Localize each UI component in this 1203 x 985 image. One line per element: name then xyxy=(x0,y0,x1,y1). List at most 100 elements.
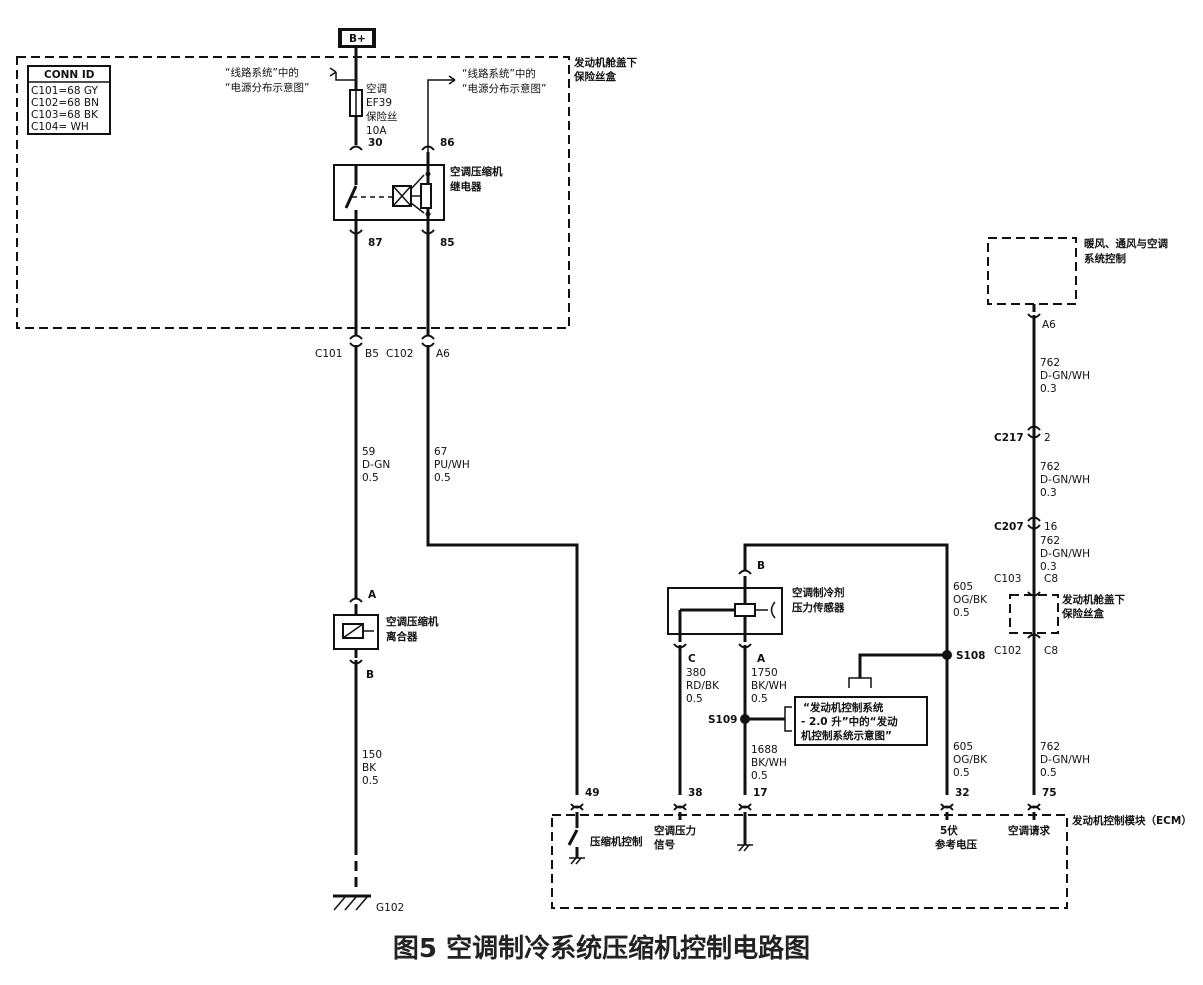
c101-name: C101 xyxy=(315,348,342,360)
c103-pin: C8 xyxy=(1044,573,1058,585)
svg-text:B+: B+ xyxy=(349,33,366,45)
c217-pin: 2 xyxy=(1044,432,1051,444)
c207-name: C207 xyxy=(994,521,1024,533)
relay-pin87: 87 xyxy=(368,237,383,249)
fuse-box2-label-2: 保险丝盒 xyxy=(1061,607,1104,620)
ref-ecm-line-3: 机控制系统示意图” xyxy=(801,729,892,742)
wire-762a-label-3: 0.3 xyxy=(1040,383,1057,395)
ref-arrow-2-head xyxy=(448,75,456,85)
ecm-func-5v-ref-1: 5伏 xyxy=(940,824,958,837)
wire-1750-label-1: 1750 xyxy=(751,667,778,679)
wire-1688-label-3: 0.5 xyxy=(751,770,768,782)
conn-id-row: C101=68 GY xyxy=(31,85,98,97)
ecm-pin17: 17 xyxy=(753,787,768,799)
sensor-label-1: 空调制冷剂 xyxy=(792,586,845,599)
ref-arrow-2 xyxy=(427,79,455,152)
c102b-name: C102 xyxy=(994,645,1021,657)
underhood-fuse-box xyxy=(16,56,570,329)
ref-arrow-1-head xyxy=(329,67,337,77)
c217-name: C217 xyxy=(994,432,1024,444)
fuse-box-title-1: 发动机舱盖下 xyxy=(573,56,637,69)
wire-605b-label-3: 0.5 xyxy=(953,767,970,779)
wire-762c-label-3: 0.3 xyxy=(1040,561,1057,573)
relay-pin85: 85 xyxy=(440,237,455,249)
ecm-internal-ground-icon xyxy=(569,857,585,865)
battery-plus-terminal: B+ xyxy=(338,28,376,48)
sensor-element xyxy=(734,603,756,617)
splice-s109-label: S109 xyxy=(708,714,737,726)
hvac-label-2: 系统控制 xyxy=(1084,252,1126,265)
splice-s108-label: S108 xyxy=(956,650,985,662)
wire-59-label-2: D-GN xyxy=(362,459,390,471)
wire-1688-label-2: BK/WH xyxy=(751,757,787,769)
wire-605b-label-1: 605 xyxy=(953,741,973,753)
ref-power-dist-2: “线路系统”中的 xyxy=(462,67,536,80)
wire-380-label-2: RD/BK xyxy=(686,680,720,692)
wire-605a-label-2: OG/BK xyxy=(953,594,988,606)
clutch-pinA: A xyxy=(368,589,377,601)
ecm-func-compressor-control: 压缩机控制 xyxy=(590,835,643,848)
hvac-label-1: 暖风、通风与空调 xyxy=(1084,237,1168,250)
ref-power-dist-1b: “电源分布示意图” xyxy=(225,81,309,94)
sensor-pinB-connector xyxy=(738,569,752,575)
relay-switch-contact xyxy=(344,185,358,209)
wire-762d-label-1: 762 xyxy=(1040,741,1060,753)
wire-605a-label-3: 0.5 xyxy=(953,607,970,619)
wire-762a-label-1: 762 xyxy=(1040,357,1060,369)
wire-150-label-3: 0.5 xyxy=(362,775,379,787)
ecm-func-pressure-signal-1: 空调压力 xyxy=(654,824,696,837)
wire-1750-label-2: BK/WH xyxy=(751,680,787,692)
wire-59-label-3: 0.5 xyxy=(362,472,379,484)
wire-67-label-3: 0.5 xyxy=(434,472,451,484)
fuse-label-1: 空调 xyxy=(366,82,387,95)
fuse-label-3: 保险丝 xyxy=(366,110,398,123)
conn-id-row: C103=68 BK xyxy=(31,109,99,121)
ecm-pin49: 49 xyxy=(585,787,600,799)
wire-762b-label-3: 0.3 xyxy=(1040,487,1057,499)
sensor-pinB: B xyxy=(757,560,765,572)
ref-power-dist-1: “线路系统”中的 xyxy=(225,66,299,79)
ecm-driver-switch xyxy=(567,829,579,846)
wire-762a-label-2: D-GN/WH xyxy=(1040,370,1090,382)
sensor-pinA: A xyxy=(757,653,766,665)
c102-connector xyxy=(421,334,435,340)
sensor-label-2: 压力传感器 xyxy=(792,601,845,614)
wire-1688-label-1: 1688 xyxy=(751,744,778,756)
fuse-label-4: 10A xyxy=(366,125,387,137)
fuse-label-2: EF39 xyxy=(366,97,392,109)
wire-762d-label-2: D-GN/WH xyxy=(1040,754,1090,766)
ecm-sensor-ground-icon xyxy=(737,844,753,852)
ground-g102-icon xyxy=(333,894,371,911)
conn-id-title: CONN ID xyxy=(44,69,95,81)
hvac-pin-a6: A6 xyxy=(1042,319,1056,331)
wire-380-label-1: 380 xyxy=(686,667,706,679)
relay-diode-resistor xyxy=(420,183,432,209)
wire-67 xyxy=(426,345,579,795)
ecm-func-ac-request: 空调请求 xyxy=(1008,824,1050,837)
fuse-box-title-2: 保险丝盒 xyxy=(573,70,616,83)
relay-label-1: 空调压缩机 xyxy=(450,165,503,178)
wire-150-label-1: 150 xyxy=(362,749,382,761)
ref-power-dist-2b: “电源分布示意图” xyxy=(462,82,546,95)
wire-762d-label-3: 0.5 xyxy=(1040,767,1057,779)
sensor-pinC: C xyxy=(688,653,696,665)
ecm-pin75: 75 xyxy=(1042,787,1057,799)
figure-caption: 图5 空调制冷系统压缩机控制电路图 xyxy=(392,934,811,964)
wire-59-label-1: 59 xyxy=(362,446,375,458)
wire-762b-label-2: D-GN/WH xyxy=(1040,474,1090,486)
relay-label-2: 继电器 xyxy=(450,180,482,193)
ground-g102-label: G102 xyxy=(376,902,404,914)
relay-pin30: 30 xyxy=(368,137,383,149)
c207-pin: 16 xyxy=(1044,521,1058,533)
conn-id-table: CONN ID C101=68 GY C102=68 BN C103=68 BK… xyxy=(27,65,111,135)
fuse-box2-label-1: 发动机舱盖下 xyxy=(1061,593,1125,606)
c101-pin: B5 xyxy=(365,348,379,360)
ecm-title: 发动机控制模块（ECM） xyxy=(1071,814,1192,827)
wire-762c-label-2: D-GN/WH xyxy=(1040,548,1090,560)
wire-380-label-3: 0.5 xyxy=(686,693,703,705)
clutch-label-2: 离合器 xyxy=(386,630,418,643)
wire-605b-label-2: OG/BK xyxy=(953,754,988,766)
wire-67-label-1: 67 xyxy=(434,446,447,458)
engine-control-module xyxy=(551,814,1068,909)
relay-pin86: 86 xyxy=(440,137,455,149)
